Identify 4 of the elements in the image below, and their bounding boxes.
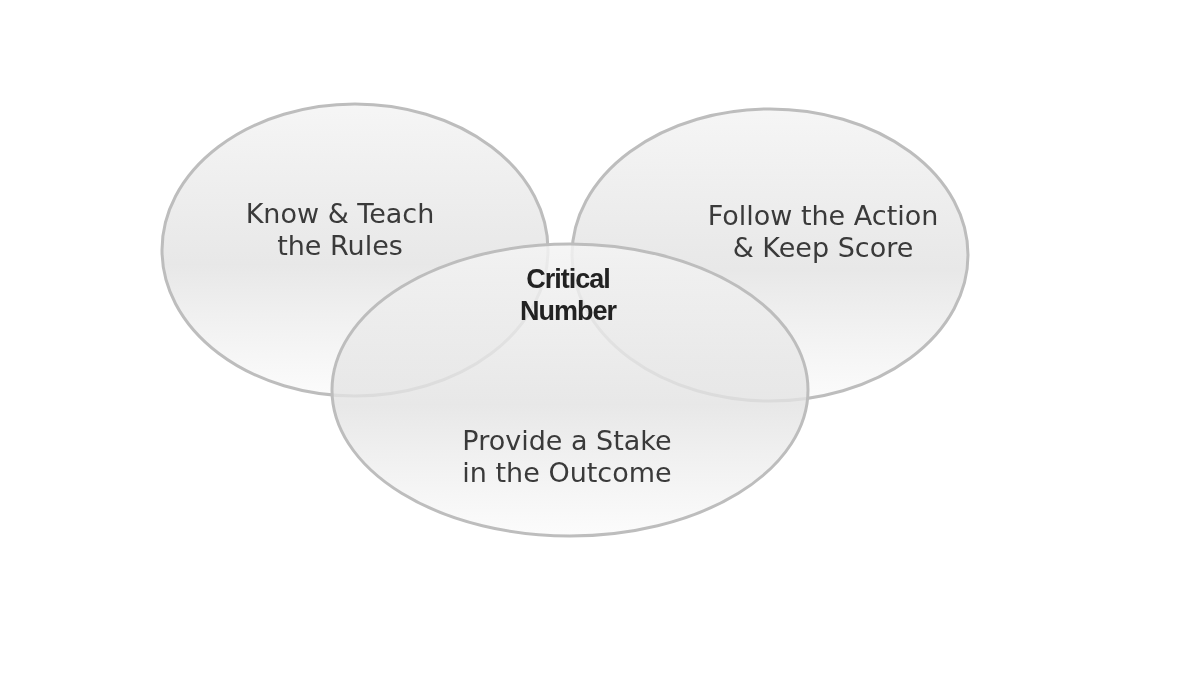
region-label: Know & Teach the Rules (244, 198, 436, 262)
region-label: Critical Number (519, 263, 618, 327)
region-label: Follow the Action & Keep Score (706, 200, 940, 264)
region-label: Provide a Stake in the Outcome (461, 425, 673, 489)
